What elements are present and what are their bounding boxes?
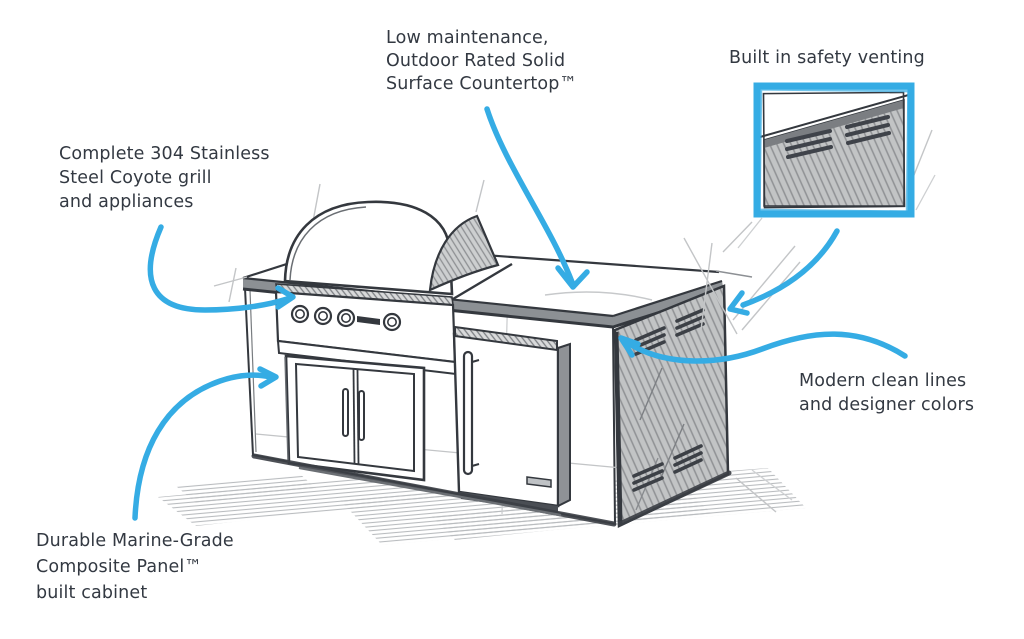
grill-slot (357, 316, 380, 325)
grill-knobs (290, 304, 402, 332)
refrigerator-badge (526, 476, 552, 488)
vented-side-panel (613, 284, 730, 528)
callout-panel: Modern clean lines and designer colors (799, 371, 975, 415)
callout-cabinet: Durable Marine-Grade Composite Panel™ bu… (36, 531, 234, 603)
callout-venting: Built in safety venting (729, 48, 925, 68)
arrow-panel (618, 331, 908, 364)
cabinet-doors (284, 354, 426, 482)
refrigerator (452, 325, 571, 513)
callout-countertop: Low maintenance, Outdoor Rated Solid Sur… (386, 28, 578, 94)
venting-detail-inset (722, 82, 936, 253)
toe-kick-shadow (251, 453, 732, 527)
arrow-countertop (484, 106, 590, 290)
inset-vent-slats (785, 115, 891, 159)
grill-hood-endcap (428, 214, 500, 292)
refrigerator-handle (462, 350, 474, 476)
vent-slats-bottom (632, 444, 703, 492)
cabinet-door-handles (342, 388, 365, 441)
callout-grill: Complete 304 Stainless Steel Coyote gril… (59, 144, 270, 212)
grill-hood (283, 200, 454, 296)
refrigerator-side (557, 342, 571, 508)
annotation-arrows (132, 106, 908, 521)
arrow-grill (147, 224, 296, 313)
arrow-venting-inset (727, 228, 840, 316)
arrow-cabinet (132, 366, 279, 521)
